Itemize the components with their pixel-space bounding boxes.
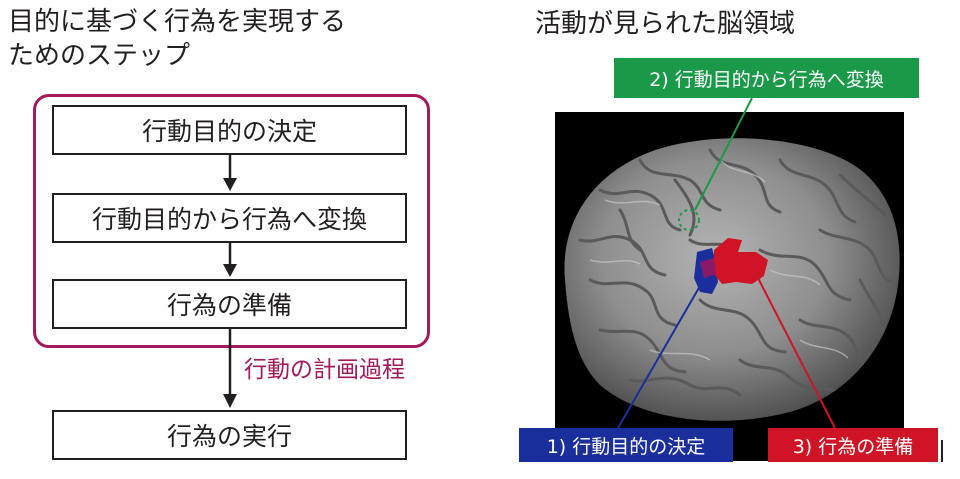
region-3-label-text: 3) 行為の準備 — [792, 435, 914, 458]
region-3-label: 3) 行為の準備 — [768, 428, 938, 462]
step-goal-to-action: 行動目的から行為へ変換 — [52, 193, 407, 243]
step-decide-goal-label: 行動目的の決定 — [141, 117, 317, 146]
region-2-label: 2) 行動目的から行為へ変換 — [614, 58, 919, 98]
region-2-marker — [678, 209, 700, 231]
region-1-label-text: 1) 行動目的の決定 — [546, 435, 706, 458]
step-goal-to-action-label: 行動目的から行為へ変換 — [91, 205, 367, 234]
leader-line-region-3 — [757, 277, 836, 429]
arrow-1-to-2 — [223, 155, 237, 191]
step-prepare-action-label: 行為の準備 — [166, 291, 292, 320]
brain-image — [555, 112, 904, 461]
right-title: 活動が見られた脳領域 — [535, 9, 796, 39]
left-title-line2: ためのステップ — [8, 41, 191, 71]
planning-process-frame — [33, 94, 430, 348]
step-execute-action-label: 行為の実行 — [166, 422, 292, 451]
flow-arrows — [223, 155, 237, 408]
region-2-label-text: 2) 行動目的から行為へ変換 — [649, 68, 884, 91]
region-1-label: 1) 行動目的の決定 — [519, 428, 733, 462]
arrow-3-to-4 — [223, 329, 237, 408]
step-execute-action: 行為の実行 — [52, 410, 407, 460]
planning-process-label: 行動の計画過程 — [244, 357, 405, 383]
region-overlap-marker — [700, 258, 716, 278]
leader-lines — [617, 97, 836, 429]
leader-line-region-2 — [694, 97, 753, 211]
left-title-line1: 目的に基づく行為を実現する — [8, 7, 347, 37]
step-decide-goal: 行動目的の決定 — [52, 105, 407, 155]
leader-line-region-1 — [617, 285, 701, 429]
step-prepare-action: 行為の準備 — [52, 279, 407, 329]
region-3-marker — [714, 238, 768, 284]
arrow-2-to-3 — [223, 243, 237, 277]
